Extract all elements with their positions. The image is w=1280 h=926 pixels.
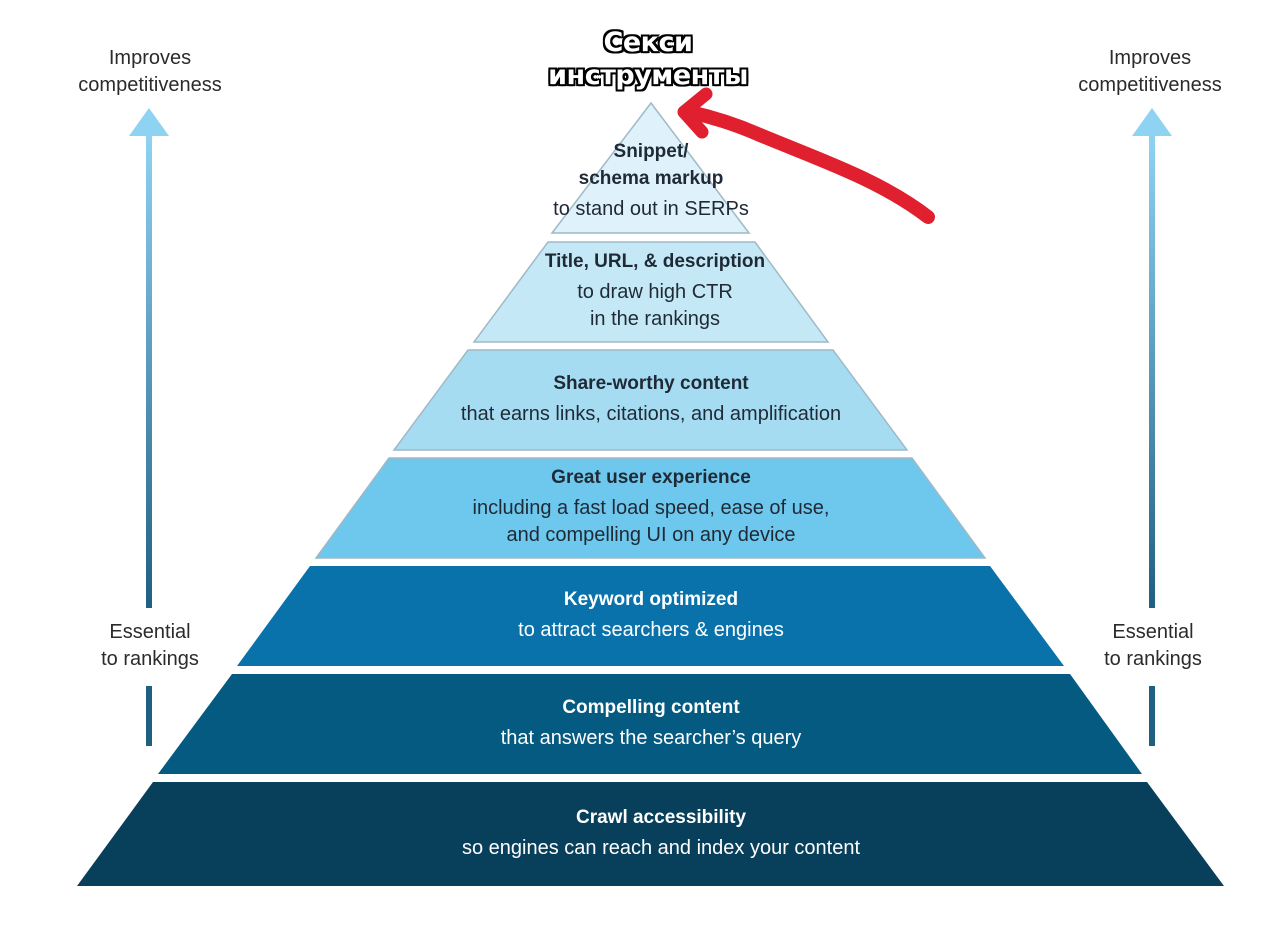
- tier-1-description: to stand out in SERPs: [553, 198, 749, 220]
- tier-5-text: Keyword optimized to attract searchers &…: [518, 586, 784, 644]
- tier-6-title: Compelling content: [562, 697, 740, 718]
- right-arrow-head-icon: [1132, 108, 1172, 136]
- pyramid-tier-7: [77, 782, 1224, 886]
- tier-1-title-line2: schema markup: [578, 168, 724, 189]
- pyramid-tier-5: [237, 566, 1064, 666]
- tier-4-text: Great user experience including a fast l…: [473, 464, 830, 549]
- left-arrow-shaft: [146, 134, 152, 608]
- tier-6-text: Compelling content that answers the sear…: [501, 694, 802, 752]
- right-top-label: Improves competitiveness: [1078, 47, 1222, 96]
- tier-2-description-line1: to draw high CTR: [577, 281, 733, 303]
- tier-3-description: that earns links, citations, and amplifi…: [460, 403, 842, 425]
- tier-7-text: Crawl accessibility so engines can reach…: [462, 804, 860, 862]
- red-annotation-arrowhead-icon: [677, 87, 713, 139]
- left-arrow-head-icon: [129, 108, 169, 136]
- pyramid-tier-6: [158, 674, 1142, 774]
- meme-caption: Секси инструменты: [548, 26, 748, 92]
- tier-2-description-line2: in the rankings: [589, 308, 721, 330]
- right-arrow-shaft: [1149, 134, 1155, 608]
- right-bottom-label: Essential to rankings: [1104, 621, 1202, 670]
- meme-caption-line1: Секси: [603, 27, 693, 58]
- pyramid-tier-1: [550, 101, 751, 234]
- tier-7-title: Crawl accessibility: [575, 807, 747, 828]
- tier-1-text: Snippet/ schema markup to stand out in S…: [553, 138, 749, 223]
- tier-5-description: to attract searchers & engines: [518, 619, 784, 641]
- pyramid-tier-4: [314, 457, 987, 559]
- pyramid-tier-3: [392, 349, 909, 451]
- meme-caption-line2: инструменты: [548, 60, 748, 91]
- tier-4-description-line2: and compelling UI on any device: [506, 524, 796, 546]
- red-annotation-arrow-icon: [683, 105, 935, 224]
- left-bottom-label: Essential to rankings: [101, 621, 199, 670]
- left-arrow-tail: [146, 686, 152, 746]
- tier-2-text: Title, URL, & description to draw high C…: [545, 248, 765, 333]
- tier-5-title: Keyword optimized: [563, 589, 739, 610]
- tier-4-description-line1: including a fast load speed, ease of use…: [472, 497, 830, 519]
- tier-4-title: Great user experience: [551, 467, 751, 488]
- right-arrow-tail: [1149, 686, 1155, 746]
- pyramid-tier-2: [472, 241, 830, 343]
- tier-1-title: Snippet/: [613, 141, 689, 162]
- tier-3-title: Share-worthy content: [553, 373, 749, 394]
- left-top-label: Improves competitiveness: [78, 47, 222, 96]
- tier-2-title: Title, URL, & description: [544, 251, 766, 272]
- tier-6-description: that answers the searcher’s query: [500, 727, 802, 749]
- tier-3-text: Share-worthy content that earns links, c…: [461, 370, 841, 428]
- tier-7-description: so engines can reach and index your cont…: [461, 837, 861, 859]
